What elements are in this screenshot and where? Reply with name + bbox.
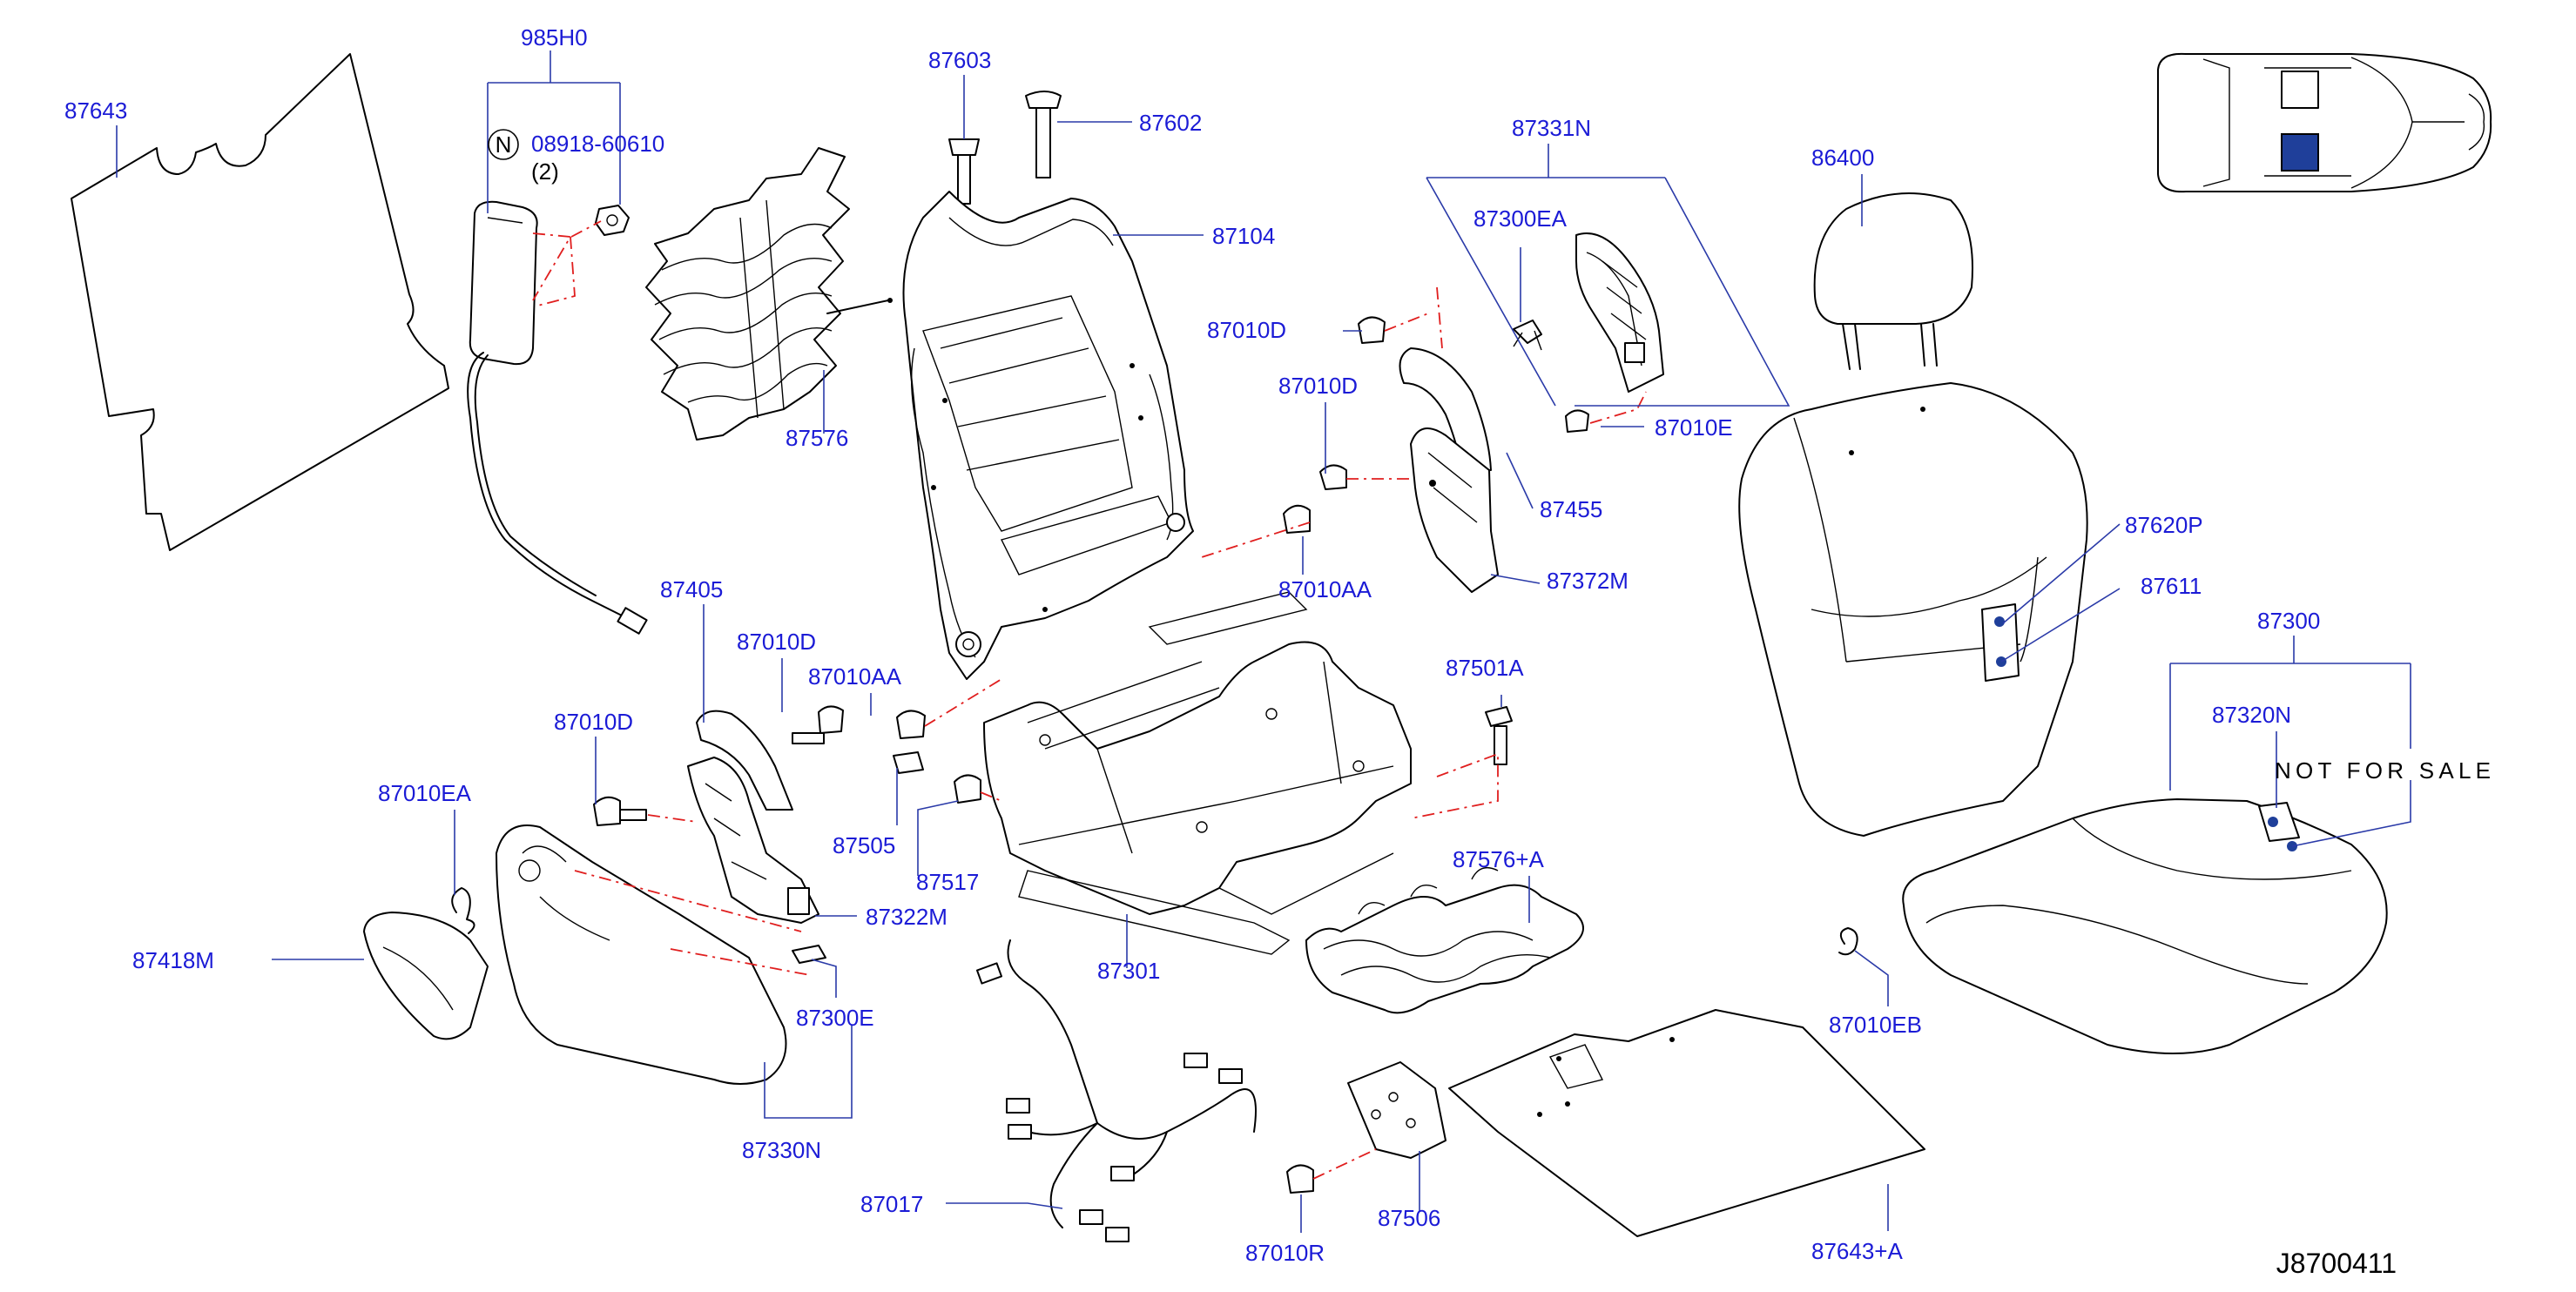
label-87300: 87300	[2257, 608, 2320, 634]
seat-cushion-pad-sheet	[1448, 1009, 1925, 1237]
label-87300E: 87300E	[796, 1005, 874, 1031]
label-87010AA-b: 87010AA	[808, 663, 902, 690]
label-87505: 87505	[833, 832, 895, 858]
seatback-frame	[902, 191, 1194, 680]
label-87576: 87576	[786, 425, 848, 451]
side-cover-parts	[1201, 232, 1664, 593]
label-87320N: 87320N	[2212, 702, 2291, 728]
nut-callout: N 08918-60610 (2)	[488, 129, 664, 185]
label-87602: 87602	[1139, 110, 1202, 136]
harness-bracket	[1286, 1061, 1446, 1194]
label-87010AA-a: 87010AA	[1278, 576, 1372, 602]
label-87643: 87643	[64, 98, 127, 124]
headrest	[1813, 192, 1973, 370]
label-87620P: 87620P	[2125, 512, 2203, 538]
label-87104: 87104	[1212, 223, 1275, 249]
nut-part-number: 08918-60610	[531, 131, 664, 157]
label-87301: 87301	[1097, 958, 1160, 984]
label-87010D-c: 87010D	[737, 629, 816, 655]
label-87506: 87506	[1378, 1205, 1440, 1231]
label-87010R: 87010R	[1245, 1240, 1325, 1266]
nut-symbol: N	[496, 131, 512, 158]
label-87010D-a: 87010D	[1207, 317, 1286, 343]
label-985H0: 985H0	[521, 24, 588, 50]
label-87643A: 87643+A	[1811, 1238, 1903, 1264]
label-87010E: 87010E	[1655, 414, 1733, 441]
seatback-wire-spring	[645, 147, 893, 441]
label-87010EB: 87010EB	[1829, 1012, 1922, 1038]
nut-quantity: (2)	[531, 158, 559, 185]
seat-side-brackets	[593, 678, 1002, 924]
label-87300EA: 87300EA	[1473, 205, 1568, 232]
seat-cushion-trim-side	[363, 824, 826, 1085]
reference-code: J8700411	[2276, 1248, 2397, 1279]
label-87418M: 87418M	[132, 947, 214, 973]
seat-wire-harness	[975, 939, 1257, 1242]
leader-lines	[116, 50, 2411, 1233]
label-87017: 87017	[860, 1191, 923, 1217]
label-87576A: 87576+A	[1453, 846, 1544, 872]
label-87517: 87517	[916, 869, 979, 895]
label-87611: 87611	[2141, 573, 2202, 599]
label-86400: 86400	[1811, 145, 1874, 171]
label-87455: 87455	[1540, 496, 1602, 522]
seat-trim-cover	[1738, 382, 2388, 1054]
not-for-sale-note: NOT FOR SALE	[2275, 757, 2491, 784]
label-87331N: 87331N	[1512, 115, 1591, 141]
part-labels: 87643 985H0 87576 87603 87602 87104 8701…	[64, 24, 2491, 1279]
label-87501A: 87501A	[1446, 655, 1524, 681]
label-87372M: 87372M	[1547, 568, 1629, 594]
seat-cushion-frame	[893, 591, 1513, 955]
label-87010D-b: 87010D	[1278, 373, 1358, 399]
side-airbag-module	[467, 200, 648, 635]
headrest-guide-pins	[948, 91, 1062, 205]
label-87330N: 87330N	[742, 1137, 821, 1163]
vehicle-locator-icon	[2157, 52, 2492, 193]
label-87010D-d: 87010D	[554, 709, 633, 735]
label-87322M: 87322M	[866, 904, 947, 930]
label-87010EA: 87010EA	[378, 780, 472, 806]
label-87405: 87405	[660, 576, 723, 602]
seat-back-pad-sheet	[71, 53, 449, 551]
label-87603: 87603	[928, 47, 991, 73]
cushion-wire-springs	[1305, 867, 1584, 1014]
